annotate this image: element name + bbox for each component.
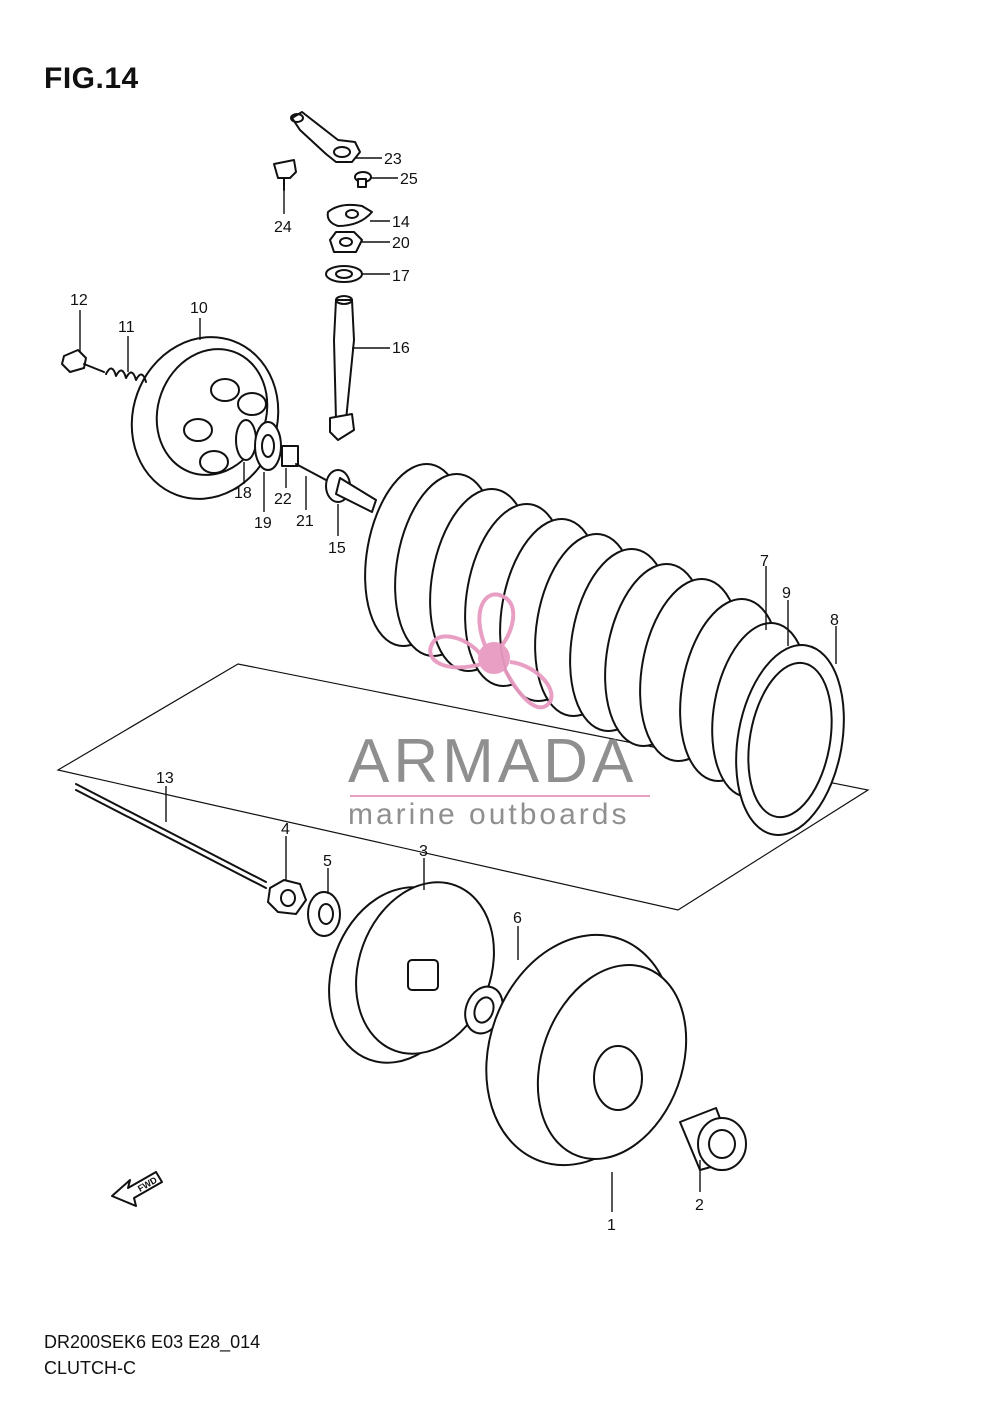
callout-9: 9 (782, 585, 791, 602)
callout-15: 15 (328, 540, 346, 557)
figure-code: DR200SEK6 E03 E28_014 (44, 1332, 261, 1352)
part-5-washer (307, 891, 341, 937)
part-12-bolt (61, 349, 105, 373)
part-24-bolt (273, 159, 297, 191)
forward-direction-arrow-icon: FWD (111, 1171, 163, 1207)
callout-21: 21 (296, 513, 314, 530)
watermark-brand: ARMADA (348, 727, 637, 796)
part-22-bushing (281, 445, 299, 467)
callout-6: 6 (513, 910, 522, 927)
callout-4: 4 (281, 821, 290, 838)
part-25-screw (354, 171, 372, 188)
callout-8: 8 (830, 612, 839, 629)
callout-14: 14 (392, 214, 410, 231)
part-2-spacer (679, 1107, 747, 1171)
figure-title: FIG.14 (44, 62, 139, 95)
callout-23: 23 (384, 151, 402, 168)
part-19-bearing-ring (254, 421, 282, 471)
callout-5: 5 (323, 853, 332, 870)
callout-11: 11 (118, 319, 135, 336)
callout-2: 2 (695, 1197, 704, 1214)
watermark-tagline: marine outboards (348, 798, 629, 831)
callout-24: 24 (274, 219, 292, 236)
callout-13: 13 (156, 770, 174, 787)
part-17-washer (325, 265, 363, 283)
callout-17: 17 (392, 268, 410, 285)
part-8-friction-plate (735, 644, 845, 836)
callout-16: 16 (392, 340, 410, 357)
part-16-release-shaft (329, 295, 355, 441)
callout-leaders (79, 157, 837, 1212)
part-21-pin (295, 463, 327, 481)
part-13-push-rod (75, 783, 267, 889)
part-18-bearing (235, 419, 257, 461)
callout-22: 22 (274, 491, 292, 508)
part-20-nut (329, 231, 363, 253)
part-15-push-piece (325, 469, 377, 513)
callout-3: 3 (419, 843, 428, 860)
armada-watermark: ARMADA marine outboards (348, 592, 650, 831)
callout-1: 1 (607, 1217, 616, 1234)
part-4-nut (267, 879, 307, 915)
callout-10: 10 (190, 300, 208, 317)
callout-12: 12 (70, 292, 88, 309)
part-11-spring (105, 367, 147, 383)
callout-20: 20 (392, 235, 410, 252)
part-1-primary-driven-gear (485, 933, 688, 1167)
part-23-release-arm (290, 111, 361, 163)
assembly-tray-outline (56, 663, 870, 911)
callout-labels: 23 25 24 14 20 17 16 12 11 10 18 19 22 2… (70, 151, 839, 1234)
part-10-pressure-plate (130, 336, 280, 500)
callout-19: 19 (254, 515, 272, 532)
propeller-logo-icon (428, 592, 554, 710)
callout-18: 18 (234, 485, 252, 502)
figure-name: CLUTCH-C (44, 1358, 136, 1378)
callout-7: 7 (760, 553, 769, 570)
callout-25: 25 (400, 171, 418, 188)
part-3-clutch-sleeve-hub (328, 881, 495, 1064)
part-14-plate (326, 203, 373, 227)
